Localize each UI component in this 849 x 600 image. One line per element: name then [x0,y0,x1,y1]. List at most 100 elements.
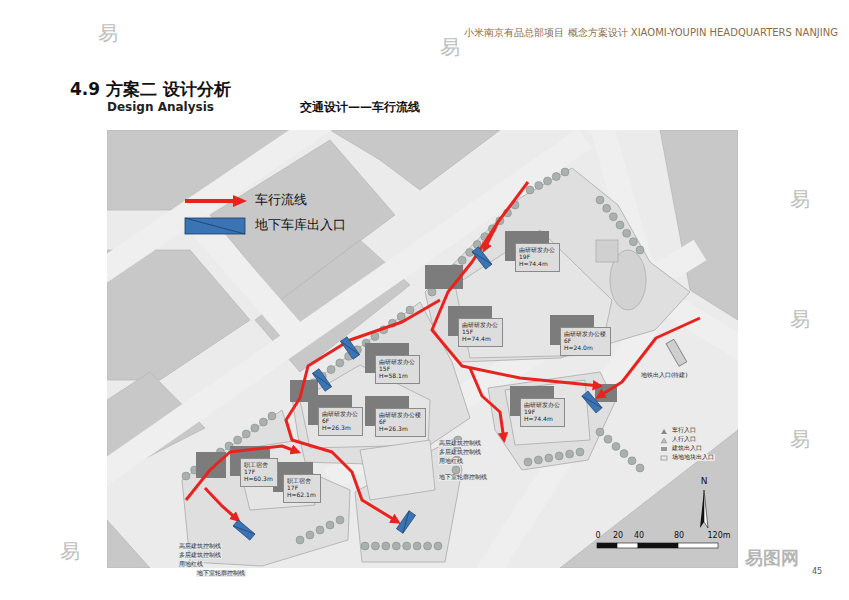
building-label: H=74.4m [462,335,499,342]
tree [596,196,604,204]
map-label: 地下室轮廓控制线 [438,474,488,481]
building-label: 由研研发办公 [519,246,556,253]
map-label: 高层建筑控制线 [178,543,222,550]
tree [268,412,276,420]
building-roof: 由研研发办公19FH=74.4m [515,243,560,272]
tree [603,204,611,212]
building-label: 由研研发办公楼 [379,411,422,418]
tree [620,450,628,458]
tree [545,454,553,462]
building-label: H=60.3m [244,475,274,482]
tree [544,177,552,185]
watermark: 易 [790,308,810,331]
tree [555,452,563,460]
tree [336,516,344,524]
podiums [235,230,612,510]
building-roof: 职工宿舍17FH=62.1m [283,474,321,503]
tree [403,542,411,550]
tree [371,542,379,550]
tree [259,418,267,426]
map-label: 场地地块出入口 [671,454,715,461]
tree [604,435,612,443]
building-label: H=62.1m [287,491,317,498]
building-label: 6F [379,418,422,425]
map-label: 车行入口 [671,427,697,434]
building-label: 由研研发办公 [322,410,359,417]
garage-entrance [233,247,602,540]
tree-group [182,168,644,550]
map-label: 高层建筑控制线 [438,440,482,447]
building-label: H=74.4m [524,415,561,422]
map-label: Design Analysis [107,101,214,115]
legend-text: 地下车库出入口 [255,218,346,233]
building-roof: 由研研发办公楼6FH=24.0m [560,327,611,356]
watermark: 易 [98,22,118,45]
map-label: 建筑出入口 [671,445,703,452]
tree [452,466,460,474]
building-label: H=26.3m [322,424,359,431]
tree [458,256,466,264]
building-roof: 由研研发办公6FH=26.3m [318,407,363,436]
map-label: N [701,476,708,486]
building-label: 15F [462,328,499,335]
map-label: 0 [595,531,600,540]
map-label: 80 [674,531,684,540]
building-label: 由研研发办公 [379,358,416,365]
map-label: 小米南京有品总部项目 概念方案设计 XIAOMI-YOUPIN HEADQUAR… [464,27,838,39]
building-roof: 由研研发办公19FH=74.4m [520,398,565,427]
building-label: H=74.4m [519,260,556,267]
building-label: 19F [524,408,561,415]
building-label: 由研研发办公 [524,401,561,408]
tree [336,359,344,367]
tree [406,306,414,314]
courtyard [596,240,618,262]
legend-swatch [185,218,245,234]
tree [242,430,250,438]
site-parcels [182,168,690,566]
tree [566,450,574,458]
building-label: 由研研发办公 [462,321,499,328]
building-roof: 职工宿舍17FH=60.3m [240,458,278,487]
scale-bar [597,543,718,548]
tree [413,542,421,550]
watermark: 易图网 [745,548,799,569]
tree [361,542,369,550]
tree [428,288,436,296]
roads [107,130,738,568]
tree [616,221,624,229]
tree [636,246,644,254]
tree [534,456,542,464]
map-label: 交通设计——车行流线 [300,101,420,115]
map-label: 40 [634,531,644,540]
map-ground [107,130,738,568]
tree [182,472,190,480]
tree [327,366,335,374]
tree [596,428,604,436]
building-label: 17F [287,484,317,491]
tree [628,457,636,465]
watermark: 易 [440,36,460,59]
map-label: 地下室轮廓控制线 [196,570,246,577]
tree [434,542,442,550]
building-label: 6F [564,337,607,344]
map-label: 20 [613,531,623,540]
legend-arrow [185,195,247,207]
tree [326,521,334,529]
tower-shadows [196,231,617,492]
building-label: H=24.0m [564,344,607,351]
metro-entrance [666,339,687,366]
tree [382,542,390,550]
tree [636,464,644,472]
page-title: 4.9 方案二 设计分析 [70,80,231,100]
tree [612,442,620,450]
building-label: 由研研发办公楼 [564,330,607,337]
building-label: 19F [519,253,556,260]
tree [424,542,432,550]
north-arrow [700,490,708,528]
legend-text: 车行流线 [255,193,307,208]
tree [234,436,242,444]
building-roof: 由研研发办公15FH=58.1m [375,355,420,384]
tree [535,182,543,190]
tree [392,542,400,550]
tree [629,238,637,246]
